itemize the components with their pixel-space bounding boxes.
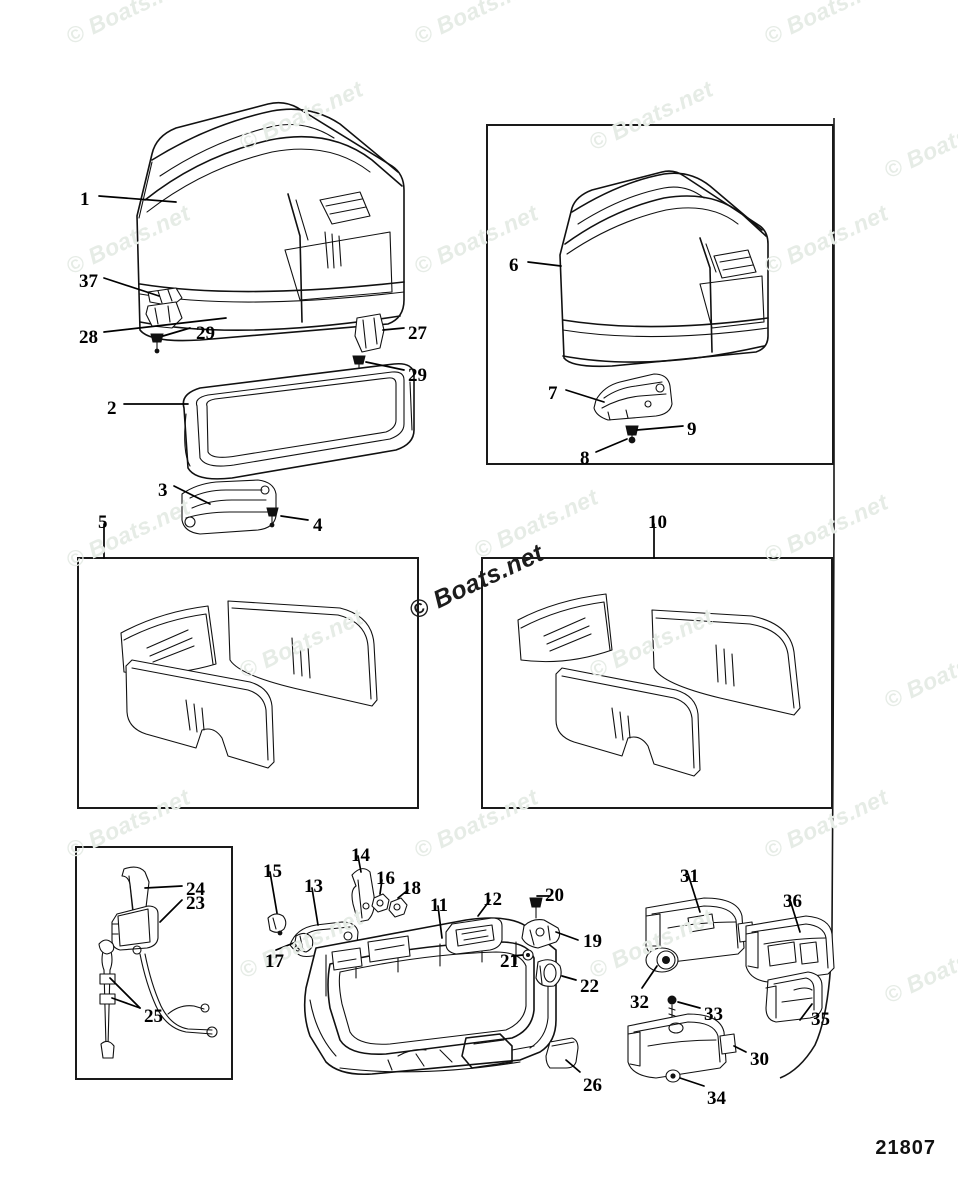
group-5-box	[77, 557, 419, 809]
part-29a-art	[150, 333, 164, 354]
callout-latch-handle: 7	[548, 383, 558, 404]
part-26-art	[545, 1037, 579, 1069]
callout-side-cowl-panel-lower: 30	[750, 1049, 769, 1070]
callout-cable-assembly: 25	[144, 1006, 163, 1027]
group-10-box	[481, 557, 833, 809]
callout-latch-bracket: 28	[79, 327, 98, 348]
callout-nut: 16	[376, 868, 395, 889]
group-23-box	[75, 846, 233, 1080]
part-20-art	[529, 897, 543, 919]
callout-screw: 20	[545, 885, 564, 906]
leader-lines	[98, 195, 813, 1087]
part-37-art	[147, 287, 183, 307]
part-17-art	[294, 932, 314, 953]
callout-screw: 29	[408, 365, 427, 386]
callout-side-cowl-panel-right: 36	[783, 891, 802, 912]
part-2-seal-art	[182, 362, 415, 480]
callout-latch-handle-lower: 13	[304, 876, 323, 897]
callout-mounting-pad: 12	[483, 889, 502, 910]
part-34-art	[665, 1069, 681, 1083]
callout-top-cowl-assembly-alt: 6	[509, 255, 519, 276]
part-15-art	[267, 913, 287, 936]
part-7-art	[593, 373, 673, 421]
part-32-art	[645, 947, 679, 973]
callout-decal-set-alt: 10	[648, 512, 667, 533]
part-22-art	[535, 959, 562, 987]
callout-nut: 34	[707, 1088, 726, 1109]
part-3-art	[181, 479, 277, 535]
callout-bracket: 35	[811, 1009, 830, 1030]
part-6-cowl-art	[559, 170, 769, 368]
callout-top-cowl-assembly: 1	[80, 189, 90, 210]
decal-set-10-art	[517, 593, 801, 777]
callout-screw: 29	[196, 323, 215, 344]
diagram-id-label: 21807	[875, 1137, 936, 1159]
callout-clamp-bracket: 19	[583, 931, 602, 952]
callout-choke-solenoid: 23	[186, 893, 205, 914]
part-18-art	[388, 897, 408, 918]
part-21-art	[522, 949, 534, 961]
callout-bottom-cowl: 11	[430, 895, 448, 916]
part-25-art	[98, 939, 218, 1059]
callout-decal-set: 5	[98, 512, 108, 533]
callout-nut: 18	[402, 878, 421, 899]
part-23-art	[111, 905, 159, 955]
part-27-art	[354, 313, 385, 353]
part-16-art	[371, 893, 390, 913]
callout-bushing: 15	[263, 861, 282, 882]
callout-screw: 33	[704, 1004, 723, 1025]
callout-cowl-seal: 2	[107, 398, 117, 419]
part-11-bottom-cowl-art	[303, 917, 557, 1076]
part-19-art	[521, 919, 561, 949]
callout-washer: 21	[500, 951, 519, 972]
part-14-art	[351, 868, 375, 923]
top-cowl-art	[136, 101, 405, 342]
group-6-box	[486, 124, 834, 465]
part-30-art	[627, 1013, 737, 1079]
callout-washer: 9	[687, 419, 697, 440]
callout-screw: 8	[580, 448, 590, 469]
callout-grommet: 17	[265, 951, 284, 972]
callout-lever: 14	[351, 845, 370, 866]
decal-set-5-art	[120, 600, 378, 769]
part-36-art	[745, 915, 835, 983]
part-8-9-art	[625, 425, 639, 444]
callout-plug: 26	[583, 1075, 602, 1096]
part-28-art	[145, 301, 183, 329]
callout-side-cowl-panel-upper: 31	[680, 866, 699, 887]
callout-front-latch-handle: 3	[158, 480, 168, 501]
part-12-art	[445, 917, 503, 955]
callout-grommet: 22	[580, 976, 599, 997]
part-4-art	[266, 507, 279, 528]
callout-screw: 4	[313, 515, 323, 536]
callout-clip: 24	[186, 879, 205, 900]
callout-latch-striker: 27	[408, 323, 427, 344]
callout-latch-lever: 37	[79, 271, 98, 292]
callout-grommet: 32	[630, 992, 649, 1013]
